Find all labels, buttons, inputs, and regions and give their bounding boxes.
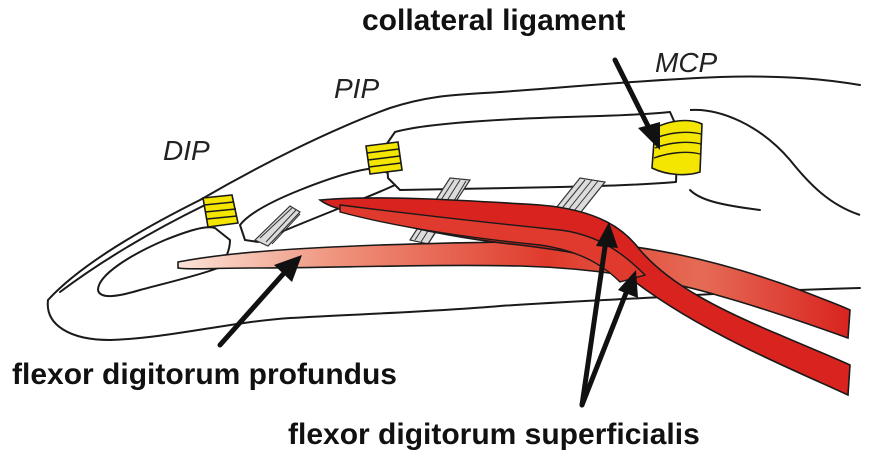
metacarpal-lower [690, 190, 760, 210]
label-fdp: flexor digitorum profundus [12, 358, 397, 391]
label-collateral-ligament: collateral ligament [362, 4, 625, 37]
label-dip: DIP [163, 135, 210, 166]
ligament-dip [203, 195, 238, 227]
label-mcp: MCP [655, 47, 718, 78]
label-fds: flexor digitorum superficialis [288, 418, 700, 451]
label-pip: PIP [334, 73, 379, 104]
metacarpal-head [690, 110, 860, 215]
proximal-phalanx [386, 112, 678, 190]
ligament-pip [366, 142, 402, 174]
